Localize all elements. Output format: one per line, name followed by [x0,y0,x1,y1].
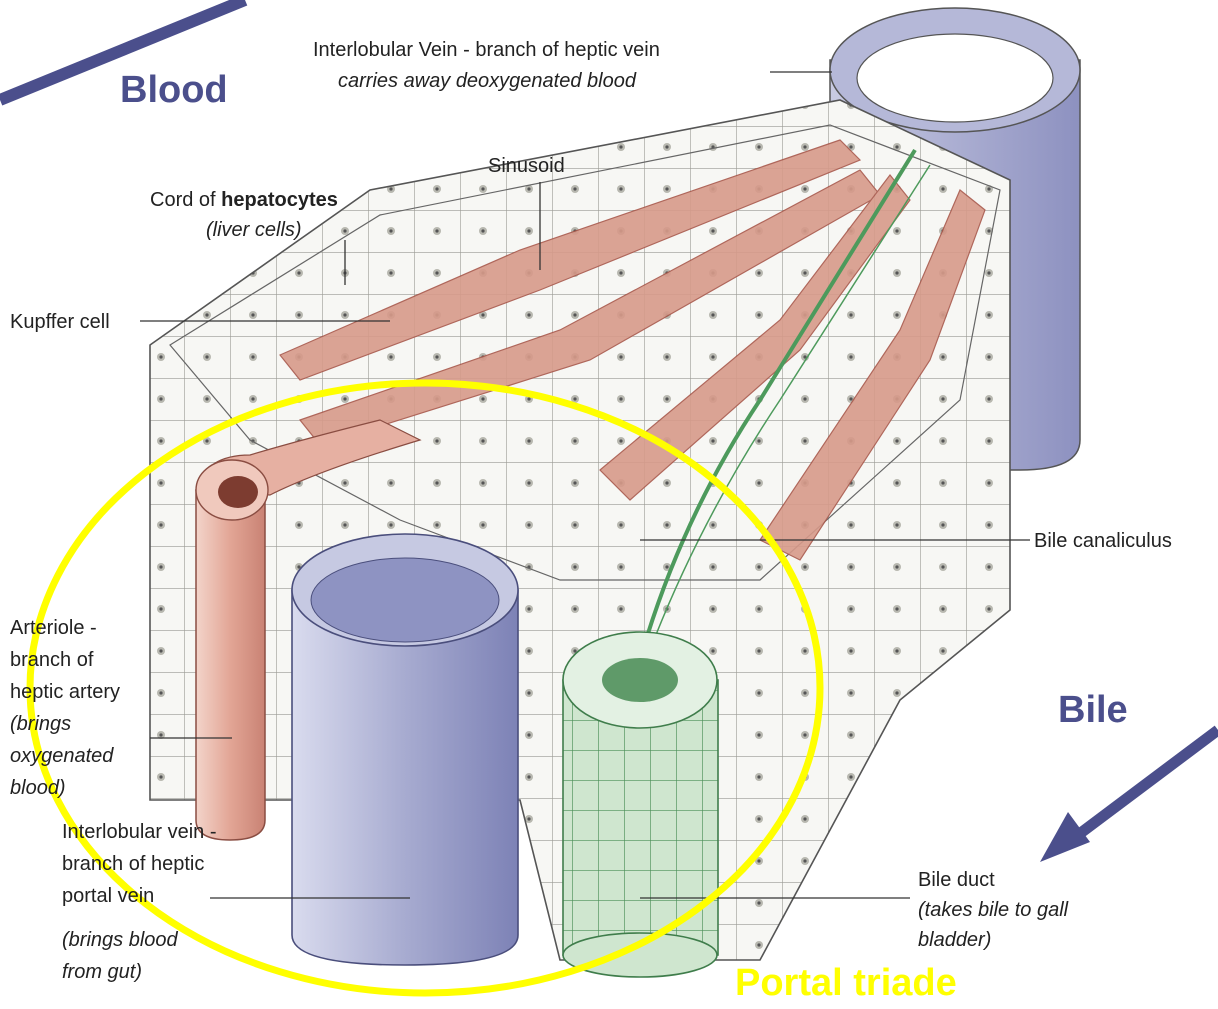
arteriole-label-2: branch of [10,649,94,671]
portal-vein-illustration [292,534,518,965]
bile-duct-label-1: Bile duct [918,869,995,891]
bile-duct-label-2: (takes bile to gall [918,899,1069,921]
arteriole-label-5: oxygenated [10,745,114,767]
hepatocytes-sublabel: (liver cells) [206,219,302,241]
blood-label: Blood [120,69,228,111]
portal-vein-label-2: branch of heptic [62,853,204,875]
hepatic-vein-sublabel: carries away deoxygenated blood [338,70,637,92]
arteriole-label-1: Arteriole - [10,617,97,639]
portal-triade-label: Portal triade [735,962,957,1004]
arteriole-label-3: heptic artery [10,681,120,703]
portal-vein-label-4: (brings blood [62,929,179,951]
hepatocytes-label-bold: hepatocytes [221,189,338,211]
hepatic-vein-label: Interlobular Vein - branch of heptic vei… [313,39,660,61]
bile-duct-illustration [563,632,718,977]
bile-arrow-icon [1040,730,1218,862]
bile-canaliculus-label: Bile canaliculus [1034,530,1172,552]
arteriole-label-4: (brings [10,713,71,735]
portal-vein-label-3: portal vein [62,885,154,907]
arteriole-label-6: blood) [10,777,66,799]
hepatocytes-label: Cord of hepatocytes [150,189,338,211]
bile-label: Bile [1058,689,1128,731]
bile-duct-label-3: bladder) [918,929,991,951]
sinusoid-label: Sinusoid [488,155,565,177]
portal-vein-label-1: Interlobular vein - [62,821,217,843]
kupffer-label: Kupffer cell [10,311,110,333]
portal-vein-label-5: from gut) [62,961,142,983]
hepatocytes-label-prefix: Cord of [150,189,221,211]
